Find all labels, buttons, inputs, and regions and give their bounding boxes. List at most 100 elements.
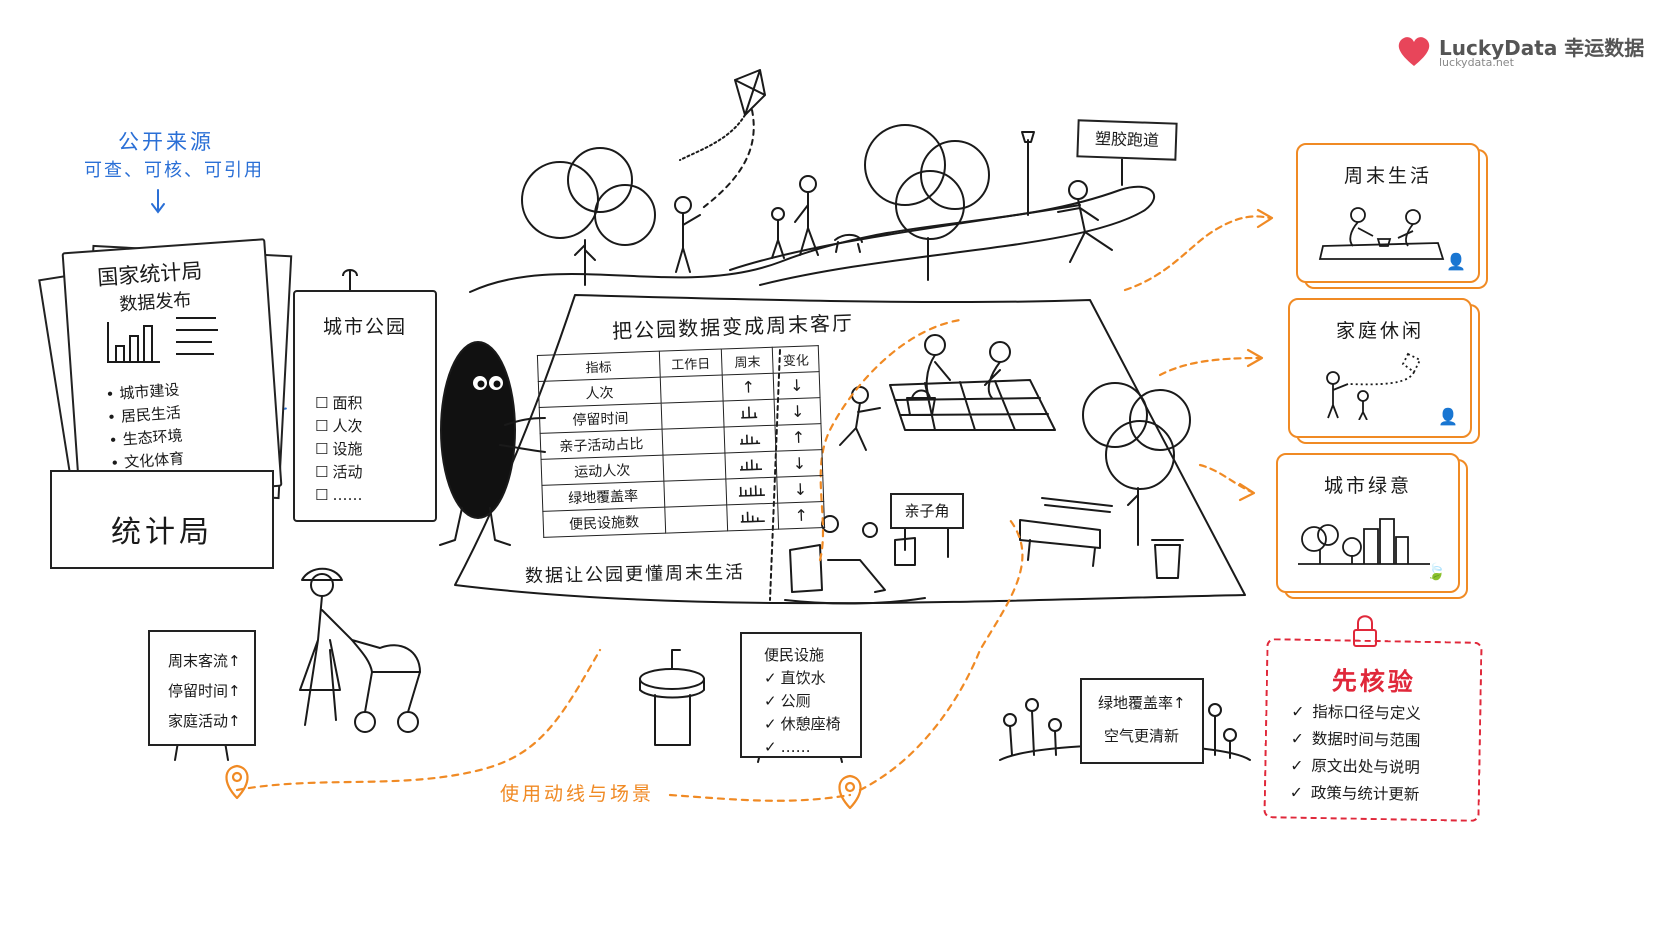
table-row: 亲子活动占比 ↑ bbox=[540, 423, 822, 460]
facility-title: 便民设施 bbox=[764, 646, 825, 664]
kite bbox=[679, 69, 766, 211]
map-pin-left bbox=[225, 764, 249, 800]
picnic-illustration bbox=[1318, 207, 1445, 260]
facility-list: 直饮水 公厕 休憩座椅 …… bbox=[742, 665, 860, 759]
verify-title: 先核验 bbox=[1331, 666, 1417, 697]
change-arrow: ↓ bbox=[776, 449, 823, 478]
kid-corner-sign: 亲子角 bbox=[890, 493, 964, 529]
weekend-cell bbox=[723, 399, 776, 427]
clipboard-item: 活动 bbox=[315, 461, 362, 484]
source-title: 公开来源 bbox=[118, 130, 214, 154]
header-weekday: 工作日 bbox=[658, 349, 723, 378]
mini-bars-icon bbox=[741, 511, 766, 523]
visitor-flow-sign: 周末客流↑ 停留时间↑ 家庭活动↑ bbox=[148, 630, 256, 746]
weekend-cell bbox=[726, 503, 779, 531]
mini-bars-icon bbox=[740, 434, 761, 445]
weekend-cell bbox=[725, 451, 778, 479]
weekday-cell bbox=[663, 478, 727, 508]
table-row: 便民设施数 ↑ bbox=[542, 501, 825, 538]
lamp-post bbox=[1021, 131, 1035, 216]
people-top bbox=[674, 175, 1113, 273]
tile-weekend-life: 周末生活 👤 bbox=[1296, 143, 1480, 283]
blanket-footer: 数据让公园更懂周末生活 bbox=[524, 562, 746, 587]
city-park-clipboard: 城市公园 面积 人次 设施 活动 …… bbox=[293, 290, 437, 522]
bench bbox=[1019, 497, 1113, 567]
tree-left-top bbox=[521, 147, 656, 286]
source-subtitle: 可查、可核、可引用 bbox=[84, 160, 264, 181]
facility-item: …… bbox=[764, 736, 860, 759]
verify-item: 指标口径与定义 bbox=[1291, 699, 1421, 728]
change-arrow: ↓ bbox=[773, 371, 821, 400]
tile-family-leisure: 家庭休闲 👤 bbox=[1288, 298, 1472, 438]
tile-title: 周末生活 bbox=[1343, 165, 1432, 187]
bureau-label: 统计局 bbox=[111, 515, 213, 550]
runway-sign: 塑胶跑道 bbox=[1076, 119, 1178, 161]
weekday-cell bbox=[661, 426, 726, 456]
metric-table: 指标 工作日 周末 变化 人次 ↑ ↓ 停留时间 ↓ 亲子活动占比 bbox=[537, 345, 825, 538]
change-arrow: ↓ bbox=[777, 475, 824, 504]
playground-scene bbox=[784, 515, 926, 605]
brand-url: luckydata.net bbox=[1439, 56, 1514, 69]
green-line-2: 空气更清新 bbox=[1104, 727, 1180, 745]
picnic-scene bbox=[839, 334, 1056, 451]
bureau-box: 统计局 bbox=[50, 470, 274, 569]
table-row: 运动人次 ↓ bbox=[541, 449, 823, 486]
mascot-character bbox=[439, 341, 546, 546]
verify-first-box: 先核验 指标口径与定义 数据时间与范围 原文出处与说明 政策与统计更新 bbox=[1263, 638, 1483, 822]
clipboard-item: …… bbox=[315, 484, 362, 507]
clipboard-item: 设施 bbox=[315, 438, 362, 461]
change-arrow: ↑ bbox=[777, 501, 825, 530]
flow-item: 停留时间↑ bbox=[168, 682, 241, 700]
drinking-fountain bbox=[639, 649, 705, 746]
weekend-cell: ↑ bbox=[722, 373, 775, 401]
weekday-cell bbox=[664, 504, 728, 534]
clipboard-item: 人次 bbox=[315, 415, 362, 438]
padlock-icon bbox=[1353, 615, 1377, 647]
leaf-icon: 🍃 bbox=[1426, 562, 1446, 581]
facility-item: 直饮水 bbox=[764, 667, 860, 690]
green-line-1: 绿地覆盖率↑ bbox=[1098, 694, 1186, 712]
brand-logo: LuckyData 幸运数据 luckydata.net bbox=[1395, 30, 1645, 74]
clipboard-item: 面积 bbox=[315, 392, 362, 415]
blanket-tree bbox=[1082, 382, 1191, 546]
person-icon: 👤 bbox=[1438, 407, 1458, 426]
tile-title: 城市绿意 bbox=[1323, 475, 1412, 497]
table-row: 停留时间 ↓ bbox=[539, 397, 821, 434]
weekday-cell bbox=[659, 375, 724, 404]
visitor-flow-list: 周末客流↑ 停留时间↑ 家庭活动↑ bbox=[150, 632, 254, 736]
orange-arrows bbox=[225, 208, 1274, 810]
tile-title: 家庭休闲 bbox=[1335, 320, 1424, 342]
change-arrow: ↓ bbox=[774, 397, 821, 426]
brand-name: LuckyData 幸运数据 bbox=[1439, 36, 1645, 60]
facility-item: 休憩座椅 bbox=[764, 713, 860, 736]
table-row: 绿地覆盖率 ↓ bbox=[541, 475, 824, 512]
metric-name: 便民设施数 bbox=[542, 507, 666, 538]
map-pin-right bbox=[838, 774, 862, 810]
header-change: 变化 bbox=[772, 345, 820, 374]
woman-with-stroller bbox=[299, 567, 421, 733]
flow-item: 家庭活动↑ bbox=[168, 712, 241, 730]
facility-item: 公厕 bbox=[764, 690, 860, 713]
header-weekend: 周末 bbox=[721, 347, 774, 376]
weekday-cell bbox=[662, 452, 727, 482]
flow-item: 周末客流↑ bbox=[168, 652, 241, 670]
tile-city-greenery: 城市绿意 🍃 bbox=[1276, 453, 1460, 593]
verify-item: 政策与统计更新 bbox=[1290, 780, 1420, 809]
heart-logo-icon bbox=[1398, 37, 1430, 66]
mini-bars-icon bbox=[741, 406, 758, 419]
change-arrow: ↑ bbox=[775, 423, 822, 452]
facility-sign: 便民设施 直饮水 公厕 休憩座椅 …… bbox=[740, 632, 862, 758]
verify-checklist: 指标口径与定义 数据时间与范围 原文出处与说明 政策与统计更新 bbox=[1290, 699, 1421, 809]
report-chart-overlay bbox=[107, 317, 218, 363]
clipboard-checklist: 面积 人次 设施 活动 …… bbox=[315, 392, 362, 507]
city-greenery-illustration bbox=[1298, 518, 1430, 565]
weekend-cell bbox=[726, 477, 778, 505]
green-coverage-sign: 绿地覆盖率↑ 空气更清新 bbox=[1080, 678, 1204, 764]
weekday-cell bbox=[660, 400, 725, 430]
tree-right-top bbox=[864, 124, 990, 281]
weekend-cell bbox=[724, 425, 777, 453]
trash-can bbox=[1151, 539, 1184, 579]
verify-item: 数据时间与范围 bbox=[1291, 726, 1421, 755]
park-path bbox=[469, 185, 1156, 293]
